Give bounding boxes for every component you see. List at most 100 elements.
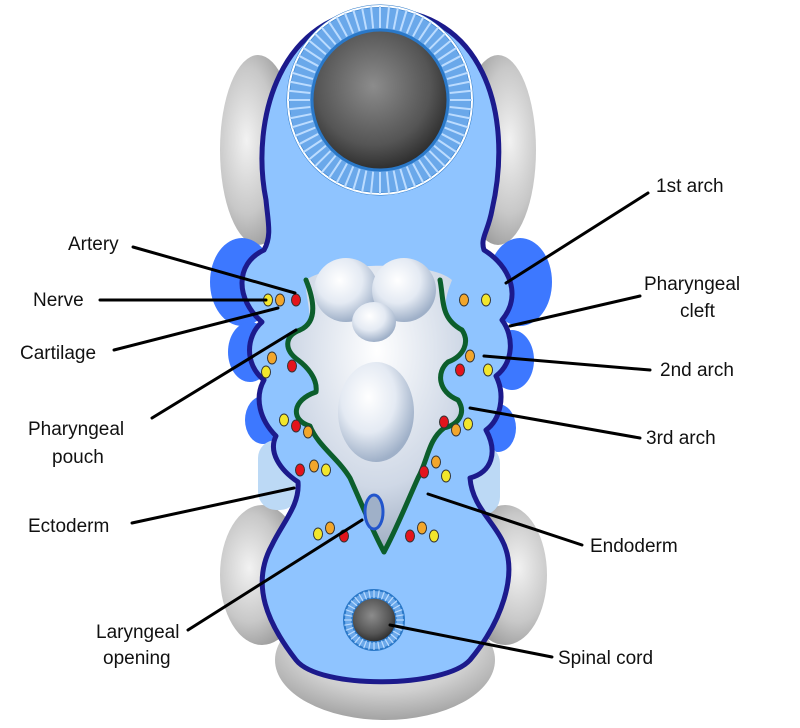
eyeSpokes-ray — [328, 159, 342, 179]
nerve-dot — [481, 293, 491, 307]
artery-dot — [287, 359, 297, 373]
eyeSpokes-ray — [444, 126, 466, 137]
eye — [286, 4, 474, 196]
eyeSpokes-ray — [352, 168, 361, 191]
eyeSpokes-ray — [428, 32, 446, 50]
spinalSpokes-ray — [347, 630, 356, 636]
spinalSpokes-ray — [394, 626, 403, 631]
nerve-dot — [279, 413, 289, 427]
spinalSpokes-ray — [358, 593, 364, 602]
eyeSpokes-ray — [289, 80, 312, 87]
spinalSpokes-ray — [392, 630, 401, 636]
spinalSpokes-ray — [395, 614, 404, 617]
labels: Artery Nerve Cartilage Pharyngeal pouch … — [20, 176, 740, 669]
eyeSpokes-ray — [405, 166, 417, 188]
eyeSpokes-ray — [428, 150, 446, 168]
cartilage-dot — [431, 455, 441, 469]
eyeSpokes-ray — [449, 106, 472, 111]
artery-dot — [291, 419, 301, 433]
spinalSpokes-ray — [347, 604, 356, 610]
leader-ectoderm — [130, 486, 296, 525]
spinalSpokes-ray — [368, 590, 371, 599]
spinalSpokes-ray — [377, 590, 380, 599]
spinalSpokes-ray — [380, 591, 385, 600]
cartilage-dot — [267, 351, 277, 365]
nerve-dot — [429, 529, 439, 543]
artery-dot — [455, 363, 465, 377]
eyeSpokes-ray — [288, 106, 311, 111]
spinalSpokes-ray — [384, 593, 390, 602]
spinalSpokes-ray — [350, 600, 358, 607]
eyeSpokes-ray — [298, 54, 319, 67]
eyeSpokes-ray — [314, 150, 332, 168]
eyeSpokes-ray — [385, 6, 391, 29]
eyeSpokes-ray — [314, 32, 332, 50]
spinalSpokes-ray — [344, 614, 353, 617]
spinalSpokes-ray — [358, 638, 364, 647]
eyeSpokes-ray — [302, 46, 323, 61]
label-laryngeal-opening-1: Laryngeal — [96, 622, 179, 643]
label-first-arch: 1st arch — [656, 176, 724, 197]
eyeSpokes-ray — [343, 12, 355, 34]
label-pharyngeal-cleft-1: Pharyngeal — [644, 274, 740, 295]
nerve-dot — [463, 417, 473, 431]
eyeSpokes-ray — [320, 26, 337, 45]
eyeSpokes-ray — [369, 6, 375, 29]
label-pharyngeal-cleft-2: cleft — [680, 301, 716, 322]
eyeSpokes-ray — [441, 54, 462, 67]
eyeSpokes-ray — [441, 133, 462, 146]
spinalSpokes-ray — [354, 636, 361, 644]
eyeSpokes-ray — [448, 113, 471, 120]
leader-second-arch — [482, 354, 652, 372]
label-pharyngeal-pouch-1: Pharyngeal — [28, 419, 124, 440]
spinalSpokes-ray — [395, 623, 404, 626]
eyeSpokes-ray — [385, 171, 391, 194]
eyeSpokes-ray — [446, 119, 469, 129]
eyeSpokes-ray — [343, 166, 355, 188]
label-cartilage: Cartilage — [20, 343, 96, 364]
leader-third-arch — [468, 406, 642, 440]
eyeSpokes-ray — [418, 159, 432, 179]
spinalSpokes-ray — [363, 591, 368, 600]
eyeSpokes-ray — [437, 46, 458, 61]
nerve-dot — [483, 363, 493, 377]
eyeSpokes-ray — [302, 139, 323, 154]
eyeSpokes-ray — [352, 9, 361, 32]
nerve-dot — [261, 365, 271, 379]
spinalSpokes-ray — [390, 633, 398, 640]
nerve-dot — [313, 527, 323, 541]
eyeSpokes-ray — [294, 63, 316, 74]
label-nerve: Nerve — [33, 290, 84, 311]
artery-dot — [405, 529, 415, 543]
eyeSpokes-ray — [412, 16, 425, 37]
leader-spinal-cord — [388, 623, 554, 659]
eyeSpokes-ray — [335, 163, 348, 184]
eyeSpokes-ray — [412, 163, 425, 184]
cartilage-dot — [417, 521, 427, 535]
eyeSpokes-ray — [392, 7, 399, 30]
cartilage-dot — [325, 521, 335, 535]
spinalSpokes-ray — [390, 600, 398, 607]
cartilage-dot — [451, 423, 461, 437]
eyeSpokes-ray — [291, 71, 314, 81]
eyeSpokes-ray — [423, 155, 440, 174]
label-artery: Artery — [68, 234, 119, 255]
eyeSpokes-ray — [423, 26, 440, 45]
label-endoderm: Endoderm — [590, 536, 678, 557]
cartilage-dot — [275, 293, 285, 307]
leader-lines — [98, 191, 652, 659]
eyeSpokes-ray — [418, 21, 432, 41]
leader-cartilage — [112, 306, 280, 352]
eyeSpokes-ray — [328, 21, 342, 41]
leader-endoderm — [426, 492, 584, 547]
eyeSpokes-ray — [361, 170, 368, 193]
label-laryngeal-opening-2: opening — [103, 648, 171, 669]
eyeSpokes-ray — [405, 12, 417, 34]
eyeSpokes-ray — [399, 168, 408, 191]
eyeSpokes-ray — [308, 144, 327, 161]
artery-dot — [439, 415, 449, 429]
eyeSpokes-ray — [444, 63, 466, 74]
eyeSpokes-ray — [294, 126, 316, 137]
label-ectoderm: Ectoderm — [28, 516, 109, 537]
spinalSpokes-ray — [368, 641, 371, 650]
